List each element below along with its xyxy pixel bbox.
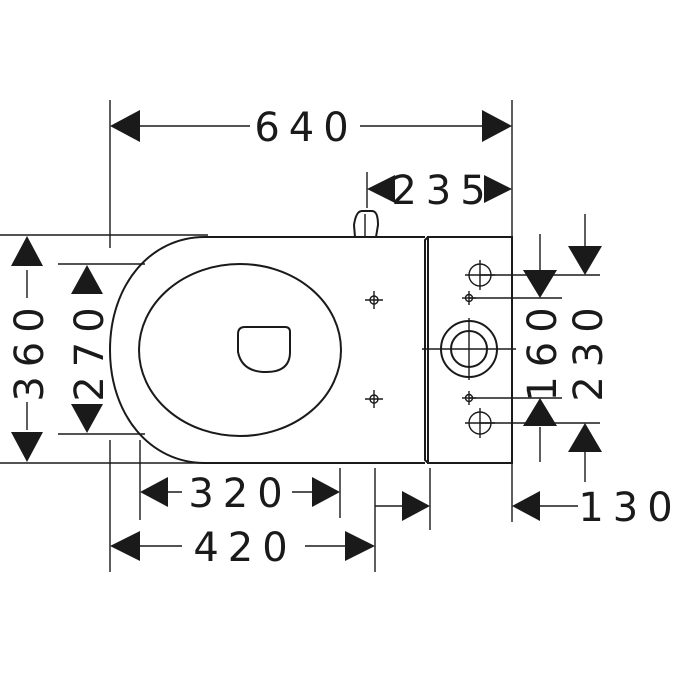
dimension-tank-depth: 130 — [512, 485, 675, 531]
dimension-tank-offset: 235 — [366, 168, 512, 214]
dimension-fixing-spacing: 160 — [520, 270, 566, 426]
dimension-overall-width: 640 — [110, 105, 512, 151]
dimension-seat-length: 320 — [140, 471, 340, 517]
flush-valve — [352, 210, 380, 238]
dimension-cistern-edge — [375, 491, 430, 521]
fixing-hole-top — [365, 291, 383, 309]
dimension-bowl-length: 420 — [110, 525, 375, 571]
dimension-outer-fixing-spacing: 230 — [566, 246, 612, 452]
dim-label-640: 640 — [254, 105, 357, 151]
dimension-overall-depth: 360 — [7, 236, 53, 462]
bowl-inner-rim — [138, 263, 342, 437]
toilet-outline — [108, 210, 516, 464]
dim-label-130: 130 — [578, 485, 675, 531]
dim-label-420: 420 — [193, 525, 296, 571]
cistern-side — [424, 236, 429, 464]
dim-label-230: 230 — [566, 298, 612, 401]
fixing-hole-bottom — [365, 390, 383, 408]
bowl-outer-contour — [108, 236, 425, 464]
bowl-outlet — [237, 326, 291, 374]
dim-label-235: 235 — [391, 168, 494, 214]
water-inlet — [422, 318, 516, 380]
dimension-bowl-depth: 270 — [67, 265, 113, 433]
dim-label-270: 270 — [67, 298, 113, 401]
extension-lines — [0, 100, 600, 572]
dim-label-160: 160 — [520, 298, 566, 401]
dim-label-360: 360 — [7, 298, 53, 401]
dim-label-320: 320 — [188, 471, 291, 517]
